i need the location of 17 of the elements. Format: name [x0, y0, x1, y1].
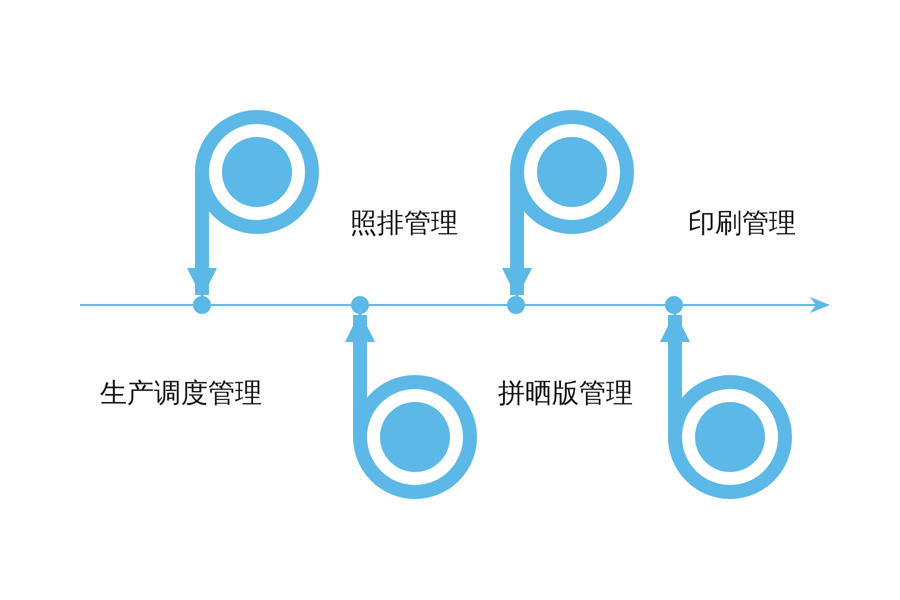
timeline-line — [80, 304, 193, 306]
timeline-dot — [665, 296, 683, 314]
timeline-dot — [507, 296, 525, 314]
ring-circle-icon — [667, 374, 793, 500]
timeline-dot — [351, 296, 369, 314]
ring-circle-icon — [194, 109, 320, 235]
timeline-line — [369, 304, 507, 306]
stage-label: 印刷管理 — [688, 207, 796, 241]
stage-label: 生产调度管理 — [100, 377, 262, 411]
ring-circle-icon — [352, 374, 478, 500]
ring-circle-icon — [509, 109, 635, 235]
timeline-line — [683, 297, 830, 313]
timeline-line — [525, 304, 665, 306]
timeline-dot — [193, 296, 211, 314]
stage-label: 拼晒版管理 — [498, 377, 633, 411]
stage-label: 照排管理 — [350, 207, 458, 241]
timeline-line — [211, 304, 351, 306]
